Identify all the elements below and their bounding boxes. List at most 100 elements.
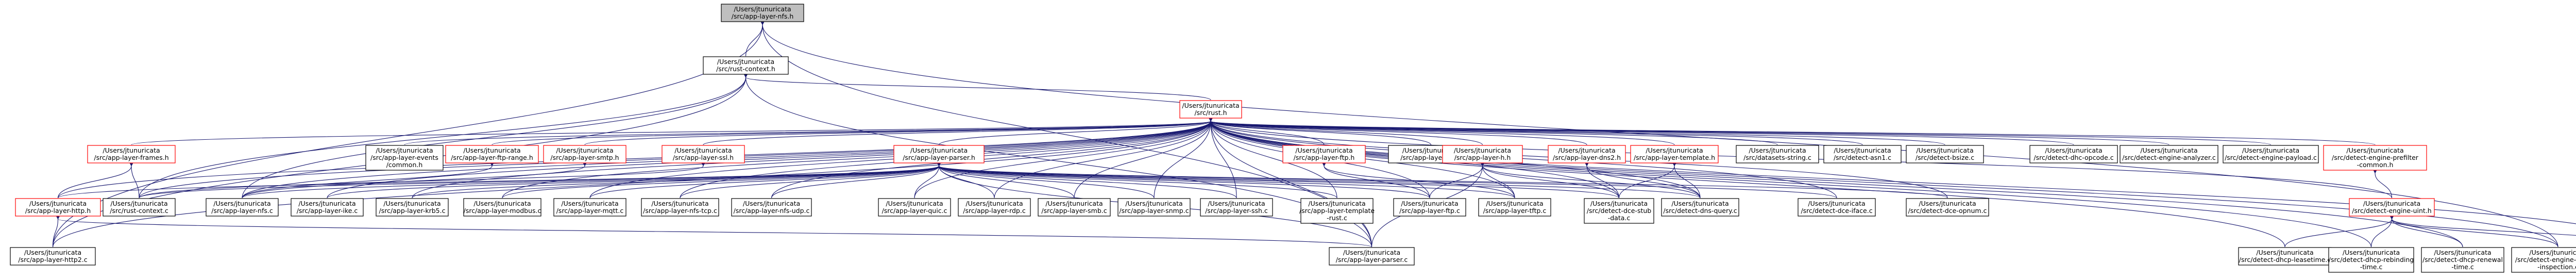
graph-node[interactable]: /Users/jtunuricata/src/app-layer-modbus.… (463, 198, 541, 217)
node-label-line: /src/app-layer-nfs-tcp.c (643, 207, 717, 215)
node-label-line: /Users/jtunuricata (110, 200, 167, 207)
graph-node[interactable]: /Users/jtunuricata/src/app-layer-h.h (1442, 145, 1523, 163)
node-label-line: /Users/jtunuricata (1834, 146, 1891, 154)
graph-node[interactable]: /Users/jtunuricata/src/detect-engine-pay… (2223, 145, 2319, 163)
graph-node[interactable]: /Users/jtunuricata/src/detect-dhc-opcode… (2029, 145, 2118, 163)
node-label-line: -common.h (2357, 161, 2394, 169)
edge-n5-n23 (242, 162, 494, 199)
graph-node[interactable]: /Users/jtunuricata/src/app-layer-mqtt.c (553, 198, 626, 217)
graph-node[interactable]: /Users/jtunuricata/src/rust-context.c (103, 198, 176, 217)
graph-node[interactable]: /Users/jtunuricata/src/app-layer-frames.… (87, 145, 176, 163)
node-label-line: /src/detect-dhcp-leasetime.c (2239, 256, 2331, 263)
node-label-line: /Users/jtunuricata (1308, 200, 1365, 207)
graph-node[interactable]: /Users/jtunuricata/src/detect-engine-ana… (2120, 145, 2218, 163)
graph-node[interactable]: /Users/jtunuricata/src/app-layer-smtp.h (543, 145, 626, 163)
node-box (1393, 198, 1466, 217)
graph-node[interactable]: /Users/jtunuricata/src/app-layer-http.h (15, 198, 101, 217)
node-box (2421, 247, 2504, 273)
edge-n2-n46 (1209, 117, 2372, 248)
graph-node[interactable]: /Users/jtunuricata/src/app-layer-templat… (1299, 198, 1375, 224)
node-label-line: /src/app-layer-snmp.c (1119, 207, 1189, 215)
node-label-line: /src/app-layer-dns2.h (1553, 154, 1621, 161)
graph-node[interactable]: /Users/jtunuricata/src/app-layer-ftp-ran… (445, 145, 539, 163)
edge-n2-n20 (1208, 117, 2376, 145)
node-label-line: /Users/jtunuricata (2045, 146, 2102, 154)
graph-node[interactable]: /Users/jtunuricata/src/datasets-string.c (1736, 145, 1819, 163)
graph-node[interactable]: /Users/jtunuricata/src/app-layer-tftp.c (1478, 198, 1551, 217)
graph-node[interactable]: /Users/jtunuricata/src/detect-engine-uin… (2349, 198, 2435, 217)
graph-node[interactable]: /Users/jtunuricata/src/app-layer-ssl.h (662, 145, 745, 163)
edge-n2-n30 (914, 118, 1213, 199)
node-label-line: /Users/jtunuricata (674, 146, 732, 154)
graph-node[interactable]: /Users/jtunuricata/src/app-layer-parser.… (893, 145, 985, 163)
edge-n42-n47 (2389, 216, 2463, 248)
edge-n2-n7 (703, 117, 1213, 145)
graph-node[interactable]: /Users/jtunuricata/src/detect-dce-opnum.… (1906, 198, 1989, 217)
node-label-line: /src/detect-engine-prefilter (2332, 154, 2419, 161)
node-box (1906, 198, 1989, 217)
node-box (1548, 145, 1626, 163)
graph-node[interactable]: /Users/jtunuricata/src/app-layer-ftp.h (1282, 145, 1366, 163)
graph-node[interactable]: /Users/jtunuricata/src/detect-dhcp-lease… (2238, 247, 2332, 266)
edge-n8-n25 (412, 162, 941, 199)
node-label-line: /Users/jtunuricata (103, 146, 160, 154)
node-label-line: /Users/jtunuricata (1343, 249, 1400, 256)
graph-node[interactable]: /Users/jtunuricata/src/app-layer-parser.… (1329, 247, 1415, 266)
edge-n2-n9 (1209, 118, 1325, 145)
graph-node[interactable]: /Users/jtunuricata/src/app-layer-http2.c (10, 247, 96, 266)
graph-node[interactable]: /Users/jtunuricata/src/detect-bsize.c (1906, 145, 1984, 163)
edge-n2-n31 (994, 118, 1213, 199)
node-label-line: /src/detect-bsize.c (1916, 154, 1974, 161)
graph-node[interactable]: /Users/jtunuricata/src/detect-dhcp-renew… (2421, 247, 2504, 273)
node-label-line: /Users/jtunuricata (213, 200, 270, 207)
node-label-line: /src/app-layer-h.h (1454, 154, 1511, 161)
graph-node[interactable]: /Users/jtunuricata/src/app-layer-rdp.c (958, 198, 1031, 217)
node-label-line: /Users/jtunuricata (886, 200, 943, 207)
node-label-line: /Users/jtunuricata (2434, 249, 2491, 256)
graph-node[interactable]: /Users/jtunuricata/src/detect-engine-con… (2511, 247, 2576, 273)
node-label-line: /Users/jtunuricata (1646, 146, 1703, 154)
graph-node[interactable]: /Users/jtunuricata/src/detect-dce-stub-d… (1584, 198, 1654, 224)
node-box (2323, 145, 2427, 171)
graph-node[interactable]: /Users/jtunuricata/src/detect-dce-iface.… (1798, 198, 1876, 217)
edge-n1-n2 (743, 73, 1211, 101)
graph-node[interactable]: /Users/jtunuricata/src/detect-dns-query.… (1661, 198, 1739, 217)
node-box (1630, 145, 1719, 163)
node-box (2349, 198, 2435, 217)
node-label-line: /src/app-layer-nfs.c (211, 207, 273, 215)
node-label-line: /Users/jtunuricata (2256, 249, 2313, 256)
graph-node[interactable]: /Users/jtunuricata/src/app-layer-events/… (365, 145, 444, 171)
graph-node[interactable]: /Users/jtunuricata/src/app-layer-ssh.c (1200, 198, 1273, 217)
node-label-line: /src/rust.h (1194, 109, 1227, 117)
graph-node[interactable]: /Users/jtunuricata/src/app-layer-ftp.c (1393, 198, 1466, 217)
node-label-line: /src/app-layer-http.h (25, 207, 91, 215)
edge-n42-n49 (2389, 215, 2576, 236)
edge-n2-n6 (584, 117, 1213, 145)
edge-n2-n34 (1209, 118, 1237, 199)
node-box (376, 198, 449, 217)
graph-node[interactable]: /Users/jtunuricata/src/app-layer-nfs.h (721, 4, 804, 22)
edge-n6-n23 (242, 162, 587, 199)
graph-node[interactable]: /Users/jtunuricata/src/app-layer-ike.c (291, 198, 364, 217)
edge-n3-n21 (57, 162, 133, 199)
graph-node[interactable]: /Users/jtunuricata/src/app-layer-smb.c (1038, 198, 1111, 217)
graph-node[interactable]: /Users/jtunuricata/src/app-layer-nfs.c (206, 198, 279, 217)
graph-node[interactable]: /Users/jtunuricata/src/app-layer-nfs-tcp… (641, 198, 719, 217)
graph-node[interactable]: /Users/jtunuricata/src/rust-context.h (703, 56, 789, 75)
node-box (365, 145, 444, 171)
graph-node[interactable]: /Users/jtunuricata/src/app-layer-snmp.c (1117, 198, 1191, 217)
edge-n8-n35 (937, 162, 1337, 199)
edge-n8-n40 (937, 162, 1837, 199)
graph-node[interactable]: /Users/jtunuricata/src/detect-asn1.c (1823, 145, 1902, 163)
graph-node[interactable]: /Users/jtunuricata/src/app-layer-quic.c (878, 198, 951, 217)
node-label-line: /Users/jtunuricata (1125, 200, 1182, 207)
graph-node[interactable]: /Users/jtunuricata/src/app-layer-nfs-udp… (731, 198, 812, 217)
graph-node[interactable]: /Users/jtunuricata/src/detect-engine-pre… (2323, 145, 2427, 171)
graph-node[interactable]: /Users/jtunuricata/src/app-layer-krb5.c (376, 198, 449, 217)
node-label-line: /src/detect-dhcp-rebinding (2329, 256, 2414, 263)
graph-node[interactable]: /Users/jtunuricata/src/app-layer-templat… (1630, 145, 1719, 163)
graph-node[interactable]: /Users/jtunuricata/src/rust.h (1179, 100, 1242, 119)
graph-node[interactable]: /Users/jtunuricata/src/detect-dhcp-rebin… (2328, 247, 2414, 273)
edge-n2-n49 (1208, 117, 2576, 224)
graph-node[interactable]: /Users/jtunuricata/src/app-layer-dns2.h (1548, 145, 1626, 163)
